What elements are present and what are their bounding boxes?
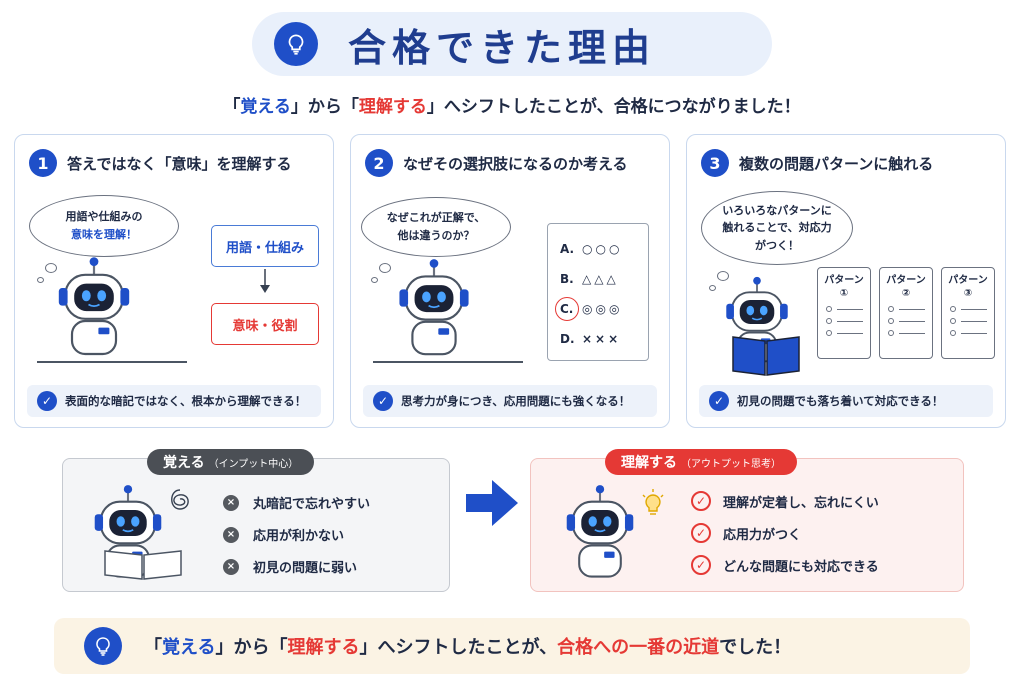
confused-scribble-icon	[171, 489, 189, 510]
arrow-right-icon	[466, 480, 518, 526]
arrow-down-icon	[260, 269, 270, 293]
card-title: 複数の問題パターンに触れる	[739, 154, 934, 173]
card-header: 3 複数の問題パターンに触れる	[701, 149, 933, 177]
thought-bubble: いろいろなパターンに 触れることで、対応力 がつく！	[701, 191, 853, 265]
correct-circle-icon	[555, 297, 579, 321]
option-c: C.◎◎◎	[555, 294, 648, 324]
card-title: なぜその選択肢になるのか考える	[403, 154, 628, 173]
list-item: ×応用が利かない	[223, 525, 344, 544]
check-icon: ✓	[691, 491, 711, 511]
subtitle: 「覚える」から「理解する」へシフトしたことが、合格につながりました！	[223, 97, 801, 117]
x-icon: ×	[223, 558, 239, 575]
x-icon: ×	[223, 494, 239, 511]
step-number: 3	[701, 149, 729, 177]
title-banner: 合格できた理由	[252, 12, 772, 76]
lightbulb-icon	[84, 627, 122, 665]
open-book-icon	[104, 550, 182, 580]
compare-tag-memorize: 覚える（インプット中心）	[147, 449, 315, 475]
concept-box-terms: 用語・仕組み	[211, 225, 319, 267]
subtitle-understand: 理解する	[358, 97, 427, 117]
reason-card-2: 2 なぜその選択肢になるのか考える なぜこれが正解で、 他は違うのか？ A.○○…	[350, 134, 670, 428]
pattern-card-3: パターン ③	[941, 267, 995, 359]
concept-box-meaning: 意味・役割	[211, 303, 319, 345]
option-b: B.△△△	[560, 272, 619, 286]
check-icon: ✓	[709, 391, 729, 411]
reason-card-3: 3 複数の問題パターンに触れる いろいろなパターンに 触れることで、対応力 がつ…	[686, 134, 1006, 428]
open-book-icon	[732, 336, 800, 376]
option-a: A.○○○	[560, 242, 623, 256]
robot-thinking-icon	[398, 258, 470, 356]
lightbulb-icon	[274, 22, 318, 66]
list-item: ×初見の問題に弱い	[223, 557, 357, 576]
check-icon: ✓	[691, 523, 711, 543]
option-d: D.×××	[560, 332, 622, 346]
check-icon: ✓	[691, 555, 711, 575]
list-item: ✓応用力がつく	[691, 523, 801, 543]
reason-card-1: 1 答えではなく「意味」を理解する 用語や仕組みの 意味を理解！ 用語・仕組み …	[14, 134, 334, 428]
step-number: 2	[365, 149, 393, 177]
card-header: 1 答えではなく「意味」を理解する	[29, 149, 292, 177]
conclusion-text: 「覚える」から「理解する」へシフトしたことが、合格への一番の近道でした！	[144, 637, 792, 658]
subtitle-memorize: 覚える	[240, 97, 291, 117]
thought-bubble: 用語や仕組みの 意味を理解！	[29, 195, 179, 257]
robot-reading-icon	[57, 256, 131, 356]
card-footer: ✓ 初見の問題でも落ち着いて対応できる！	[699, 385, 993, 417]
thought-bubble: なぜこれが正解で、 他は違うのか？	[361, 197, 511, 257]
robot-confident-icon	[565, 484, 635, 578]
compare-memorize-panel: 覚える（インプット中心） ×丸暗記で忘れやすい ×応用が利かない ×初見の問題に…	[62, 449, 450, 592]
card-title: 答えではなく「意味」を理解する	[67, 154, 292, 173]
card-footer: ✓ 表面的な暗記ではなく、根本から理解できる！	[27, 385, 321, 417]
card-header: 2 なぜその選択肢になるのか考える	[365, 149, 628, 177]
compare-tag-understand: 理解する（アウトプット思考）	[605, 449, 797, 475]
lightbulb-icon	[642, 489, 664, 515]
card-footer: ✓ 思考力が身につき、応用問題にも強くなる！	[363, 385, 657, 417]
conclusion-banner: 「覚える」から「理解する」へシフトしたことが、合格への一番の近道でした！	[54, 618, 970, 674]
check-icon: ✓	[37, 391, 57, 411]
compare-understand-panel: 理解する（アウトプット思考） ✓理解が定着し、忘れにくい ✓応用力がつく ✓どん…	[530, 449, 964, 592]
page-title: 合格できた理由	[348, 25, 657, 70]
list-item: ✓理解が定着し、忘れにくい	[691, 491, 879, 511]
list-item: ✓どんな問題にも対応できる	[691, 555, 879, 575]
list-item: ×丸暗記で忘れやすい	[223, 493, 370, 512]
check-icon: ✓	[373, 391, 393, 411]
x-icon: ×	[223, 526, 239, 543]
answer-options: A.○○○ B.△△△ C.◎◎◎ D.×××	[547, 223, 649, 361]
pattern-card-1: パターン ①	[817, 267, 871, 359]
step-number: 1	[29, 149, 57, 177]
pattern-card-2: パターン ②	[879, 267, 933, 359]
